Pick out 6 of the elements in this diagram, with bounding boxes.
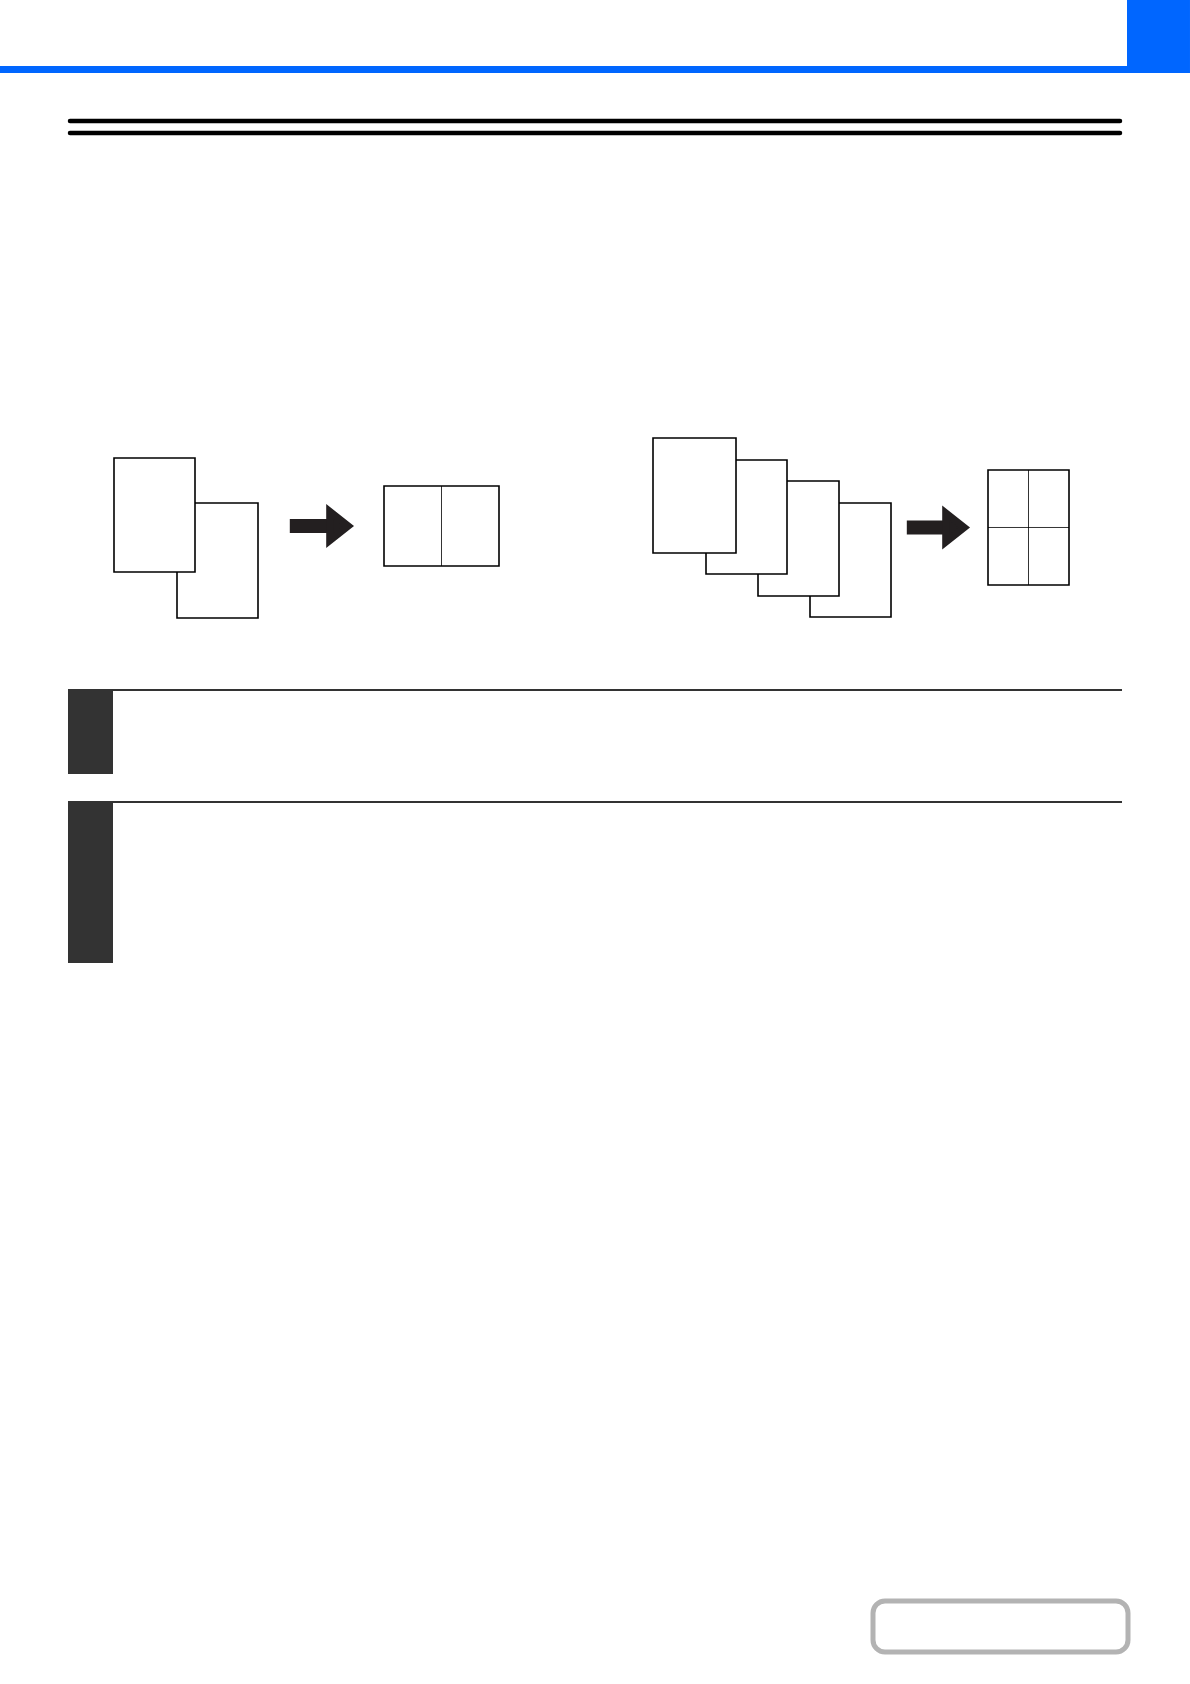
layout-page-drawing <box>383 485 500 567</box>
step-marker <box>68 689 113 774</box>
step-marker <box>68 801 113 963</box>
sheet-drawing <box>113 457 196 573</box>
layout-page-drawing <box>987 469 1070 586</box>
sheet-drawing <box>652 437 737 554</box>
